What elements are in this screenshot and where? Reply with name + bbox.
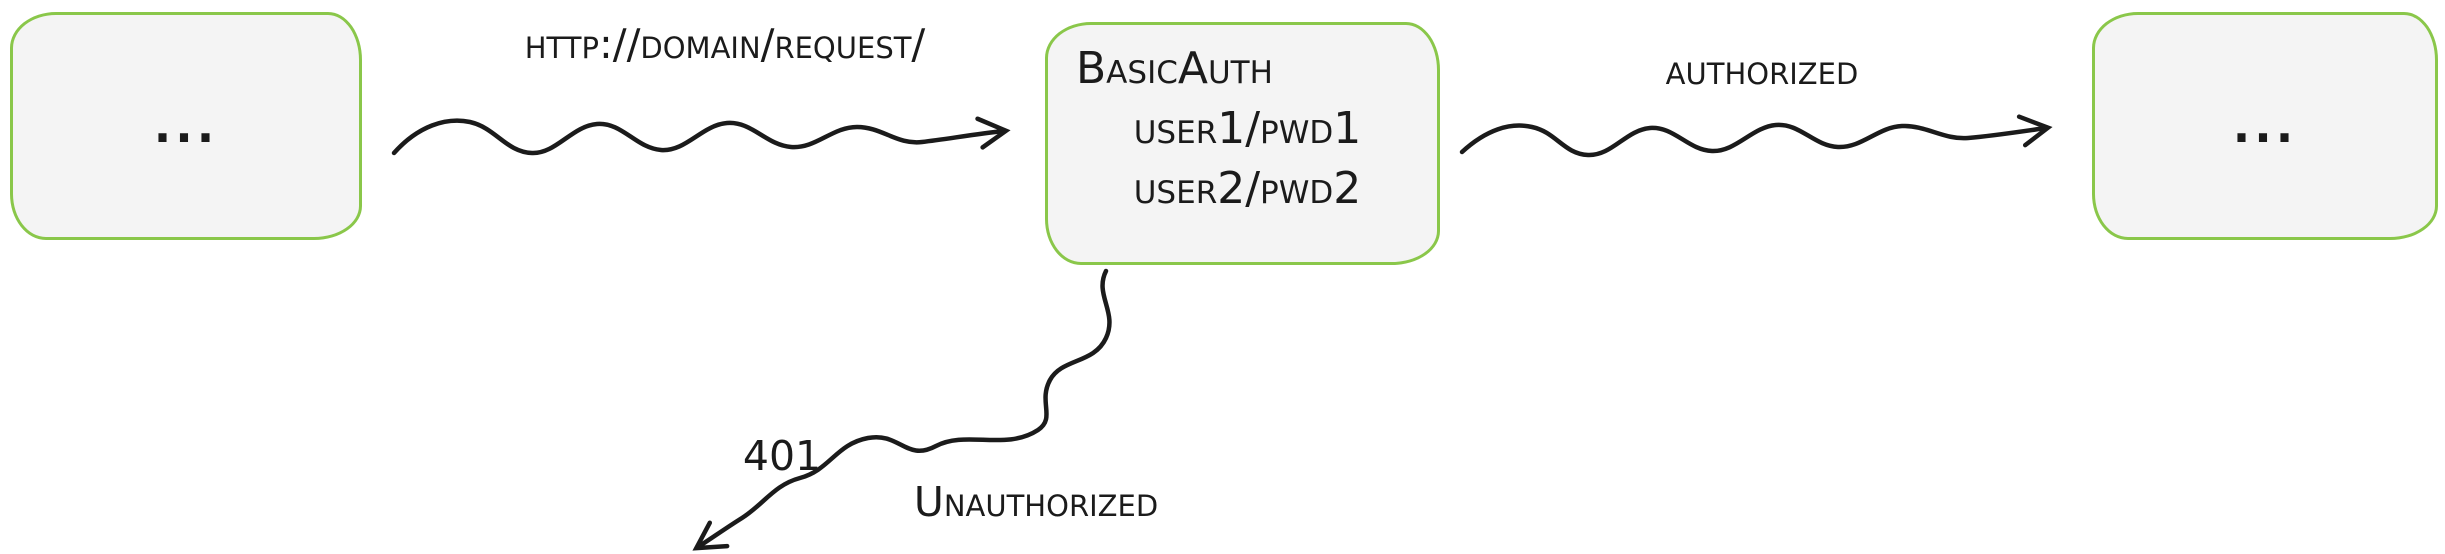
node-basicauth-credential-1: user1/pwd1 xyxy=(1133,103,1362,154)
node-client: ... xyxy=(10,12,362,240)
node-basicauth-title: BasicAuth xyxy=(1076,43,1273,94)
unauthorized-code-label: 401 xyxy=(742,432,822,480)
unauthorized-arrow xyxy=(692,268,1112,551)
authorized-arrow xyxy=(1459,114,2053,158)
node-basicauth: BasicAuth user1/pwd1 user2/pwd2 xyxy=(1045,22,1440,265)
unauthorized-edge-label: Unauthorized xyxy=(913,478,1159,526)
node-server-label: ... xyxy=(2232,99,2298,153)
node-client-label: ... xyxy=(153,99,219,153)
node-server: ... xyxy=(2092,12,2438,240)
request-arrow xyxy=(391,116,1011,156)
request-edge-label: http://domain/request/ xyxy=(524,20,926,68)
node-basicauth-credential-2: user2/pwd2 xyxy=(1133,163,1362,214)
authorized-edge-label: authorized xyxy=(1665,46,1859,94)
